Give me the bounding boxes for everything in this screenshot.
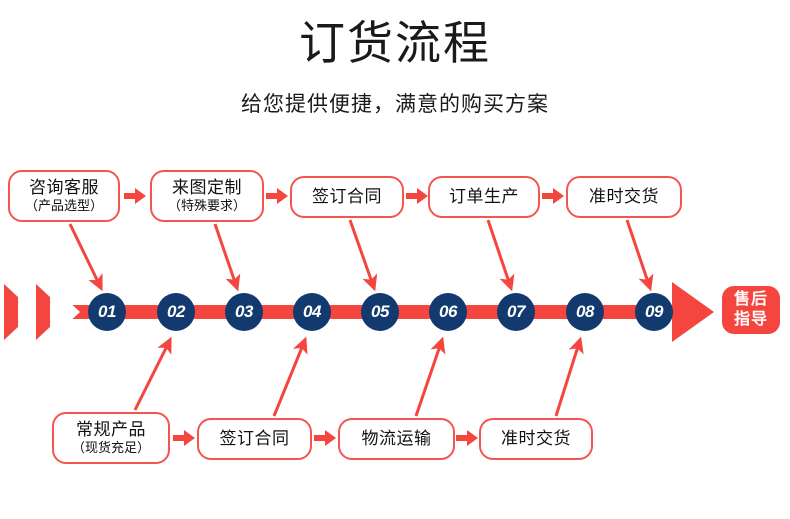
timeline-step-01[interactable]: 01 [88, 293, 126, 331]
top-flow-box-2[interactable]: 来图定制 （特殊要求） [150, 170, 264, 222]
box-subtitle: （产品选型） [24, 197, 103, 213]
after-sales-line-1: 售后 [733, 291, 768, 308]
timeline-step-05[interactable]: 05 [361, 293, 399, 331]
box-title: 签订合同 [312, 186, 382, 206]
arrow-shaft [314, 435, 327, 441]
timeline-step-03[interactable]: 03 [225, 293, 263, 331]
box-title: 签订合同 [219, 428, 290, 448]
arrow-shaft [406, 193, 419, 199]
arrow-shaft [124, 193, 137, 199]
arrow-top-3-to-4 [406, 188, 428, 204]
box-title: 订单生产 [449, 186, 519, 206]
bottom-flow-box-2[interactable]: 签订合同 [197, 418, 312, 460]
box-title: 准时交货 [501, 428, 571, 448]
arrow-shaft [266, 193, 279, 199]
arrow-bottom-3-to-4 [456, 430, 478, 446]
timeline-step-07[interactable]: 07 [497, 293, 535, 331]
after-sales-badge[interactable]: 售后 指导 [722, 286, 780, 334]
timeline-step-06[interactable]: 06 [429, 293, 467, 331]
process-timeline: 01 02 03 04 05 06 07 08 09 [0, 272, 790, 352]
timeline-start-chevrons [4, 272, 88, 352]
bottom-flow-box-3[interactable]: 物流运输 [338, 418, 455, 460]
arrow-top-1-to-2 [124, 188, 146, 204]
timeline-step-08[interactable]: 08 [566, 293, 604, 331]
arrow-shaft [173, 435, 186, 441]
timeline-arrowhead-icon [672, 282, 714, 342]
timeline-step-09[interactable]: 09 [635, 293, 673, 331]
box-title: 咨询客服 [29, 178, 99, 198]
after-sales-line-2: 指导 [733, 311, 768, 328]
box-subtitle: （现货充足） [71, 439, 150, 455]
arrow-shaft [542, 193, 555, 199]
bottom-flow-box-4[interactable]: 准时交货 [479, 418, 593, 460]
box-title: 物流运输 [361, 428, 432, 448]
arrow-shaft [456, 435, 469, 441]
arrow-bottom-2-to-3 [314, 430, 336, 446]
timeline-step-02[interactable]: 02 [157, 293, 195, 331]
arrow-head [325, 430, 336, 446]
top-flow-box-1[interactable]: 咨询客服 （产品选型） [8, 170, 120, 222]
top-flow-box-3[interactable]: 签订合同 [290, 176, 404, 218]
page-subtitle: 给您提供便捷，满意的购买方案 [241, 93, 549, 116]
arrow-head [184, 430, 195, 446]
box-title: 来图定制 [172, 178, 242, 198]
page-title: 订货流程 [299, 17, 491, 69]
arrow-head [135, 188, 146, 204]
arrow-top-4-to-5 [542, 188, 564, 204]
arrow-head [277, 188, 288, 204]
arrow-head [417, 188, 428, 204]
top-flow-box-5[interactable]: 准时交货 [566, 176, 682, 218]
bottom-flow-box-1[interactable]: 常规产品 （现货充足） [52, 412, 170, 464]
timeline-step-04[interactable]: 04 [293, 293, 331, 331]
arrow-head [467, 430, 478, 446]
chevron-icon-inner-cut [50, 284, 80, 340]
arrow-head [553, 188, 564, 204]
arrow-bottom-1-to-2 [173, 430, 195, 446]
top-flow-box-4[interactable]: 订单生产 [428, 176, 540, 218]
arrow-top-2-to-3 [266, 188, 288, 204]
box-subtitle: （特殊要求） [167, 197, 246, 213]
box-title: 准时交货 [589, 186, 659, 206]
box-title: 常规产品 [76, 420, 146, 440]
